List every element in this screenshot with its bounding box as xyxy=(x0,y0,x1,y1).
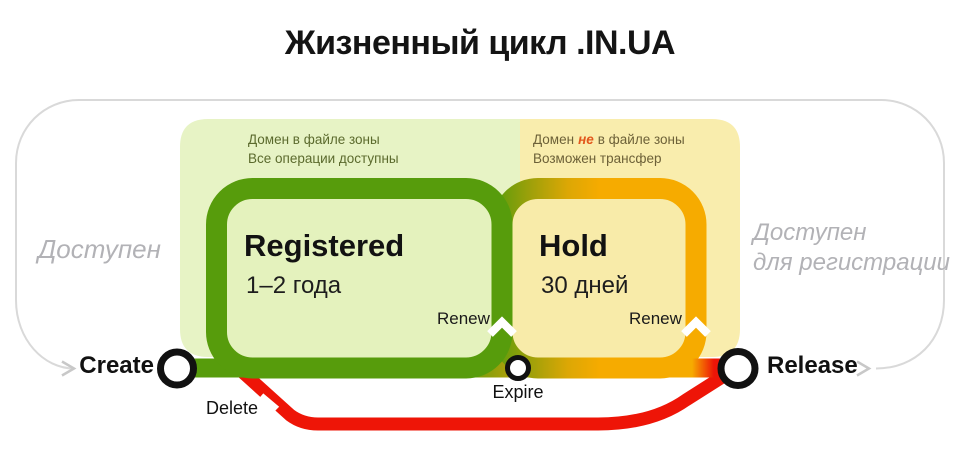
delete-notch-icon xyxy=(258,393,280,422)
available-left-label: Доступен xyxy=(38,234,161,264)
available-path-arrowhead-icon xyxy=(61,360,77,377)
available-cycle-path xyxy=(15,99,945,370)
release-event-label: Release xyxy=(767,352,858,379)
registered-renew-label: Renew xyxy=(437,309,490,328)
registered-zone-note: Домен в файле зоны Все операции доступны xyxy=(248,130,399,168)
create-event-label: Create xyxy=(79,352,154,379)
release-node xyxy=(717,348,759,389)
available-right-line1: Доступен xyxy=(753,219,867,246)
available-path-start-chevron-icon xyxy=(856,360,872,377)
hold-renew-label: Renew xyxy=(629,309,682,328)
registered-loop xyxy=(206,178,513,379)
hold-state-label: Hold xyxy=(539,228,608,263)
registered-duration-label: 1–2 года xyxy=(246,272,342,299)
registered-note-line1: Домен в файле зоны xyxy=(248,132,380,147)
hold-note-post: в файле зоны xyxy=(597,132,685,147)
create-node xyxy=(157,348,197,389)
renew-notch-green-icon xyxy=(487,316,517,337)
hold-note-pre: Домен xyxy=(533,132,575,147)
expire-node xyxy=(505,355,531,381)
hold-note-line2: Возможен трансфер xyxy=(533,151,662,166)
available-right-label: Доступен для регистрации xyxy=(753,218,950,278)
registered-state-label: Registered xyxy=(244,228,405,263)
page-title: Жизненный цикл .IN.UA xyxy=(284,24,676,62)
timeline-red-segment xyxy=(690,358,724,378)
hold-duration-label: 30 дней xyxy=(541,272,629,299)
hold-note-not: не xyxy=(578,132,594,147)
delete-event-label: Delete xyxy=(206,398,259,418)
registered-note-line2: Все операции доступны xyxy=(248,151,399,166)
delete-path xyxy=(233,363,731,431)
expire-event-label: Expire xyxy=(492,382,544,402)
renew-notch-orange-icon xyxy=(681,316,711,337)
available-right-line2: для регистрации xyxy=(753,249,951,276)
